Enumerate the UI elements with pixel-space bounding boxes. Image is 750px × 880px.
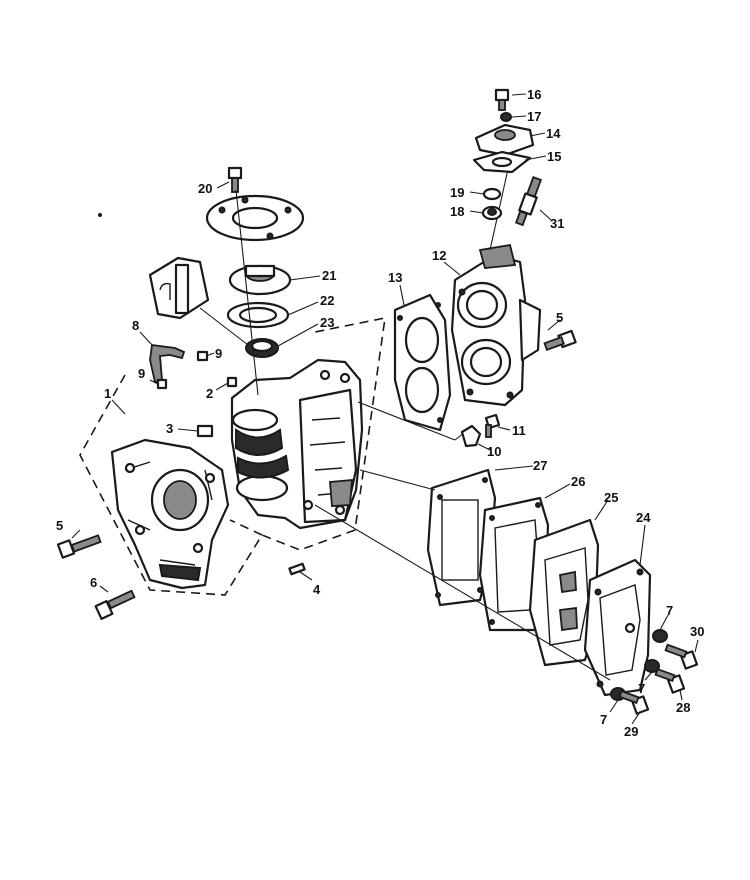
callout-12: 12 bbox=[432, 248, 446, 263]
exhaust-cover-24 bbox=[583, 558, 652, 697]
cover-axis bbox=[314, 504, 611, 681]
callout-10: 10 bbox=[487, 444, 501, 459]
callout-1: 1 bbox=[104, 386, 111, 401]
callout-31: 31 bbox=[550, 216, 564, 231]
callout-11: 11 bbox=[512, 423, 526, 438]
thermostat-cover-14 bbox=[474, 123, 535, 157]
spark-plug-31 bbox=[514, 176, 542, 227]
callout-30: 30 bbox=[690, 624, 704, 639]
bolt-11 bbox=[484, 413, 501, 438]
bolt-5-left bbox=[56, 534, 102, 559]
callout-19: 19 bbox=[450, 185, 464, 200]
bolt-30 bbox=[664, 643, 699, 670]
hose-8 bbox=[149, 343, 186, 384]
cylinder-head-12 bbox=[450, 243, 542, 407]
callout-8: 8 bbox=[132, 318, 139, 333]
assembly-outline bbox=[79, 316, 386, 596]
callout-3: 3 bbox=[166, 421, 173, 436]
detail-inset bbox=[148, 256, 249, 346]
callout-15: 15 bbox=[547, 149, 561, 164]
leader-lines bbox=[71, 93, 699, 725]
bolt-16 bbox=[494, 88, 510, 111]
callout-25: 25 bbox=[604, 490, 618, 505]
callout-22: 22 bbox=[320, 293, 334, 308]
dowel-4 bbox=[288, 562, 306, 576]
callout-labels: 1 2 3 4 5 5 6 7 7 7 8 9 9 10 11 12 13 14… bbox=[56, 87, 704, 739]
crankcase-cover bbox=[110, 438, 230, 590]
cover-axis-2 bbox=[359, 469, 436, 491]
stray-mark bbox=[98, 213, 102, 217]
bolt-29 bbox=[618, 689, 650, 715]
washer-7-a bbox=[652, 629, 668, 643]
callout-16: 16 bbox=[527, 87, 541, 102]
seal-19 bbox=[482, 187, 502, 201]
callout-27: 27 bbox=[533, 458, 547, 473]
callout-23: 23 bbox=[320, 315, 334, 330]
callout-17: 17 bbox=[527, 109, 541, 124]
head-axis bbox=[489, 159, 511, 251]
clip-10 bbox=[460, 424, 482, 448]
callout-29: 29 bbox=[624, 724, 638, 739]
gasket-15 bbox=[472, 150, 532, 174]
callout-28: 28 bbox=[676, 700, 690, 715]
assembly-outline-link bbox=[229, 519, 263, 536]
bolt-6 bbox=[94, 589, 136, 620]
head-link bbox=[357, 401, 456, 441]
callout-2: 2 bbox=[206, 386, 213, 401]
fitting-9-upper bbox=[196, 350, 209, 362]
callout-9-a: 9 bbox=[215, 346, 222, 361]
gasket-22 bbox=[226, 301, 290, 329]
callout-5-right: 5 bbox=[556, 310, 563, 325]
callout-20: 20 bbox=[198, 181, 212, 196]
plug-3 bbox=[196, 424, 214, 438]
bearing-plate bbox=[205, 194, 305, 242]
callout-21: 21 bbox=[322, 268, 336, 283]
callout-4: 4 bbox=[313, 582, 321, 597]
callout-6: 6 bbox=[90, 575, 97, 590]
callout-7-a: 7 bbox=[666, 603, 673, 618]
dowel-2 bbox=[226, 376, 238, 388]
callout-14: 14 bbox=[546, 126, 561, 141]
thermostat-18 bbox=[481, 205, 503, 221]
washer-17 bbox=[500, 112, 512, 122]
bolt-28 bbox=[654, 667, 686, 694]
callout-24: 24 bbox=[636, 510, 651, 525]
callout-18: 18 bbox=[450, 204, 464, 219]
head-gasket-13 bbox=[393, 293, 452, 432]
center-axis-upper bbox=[235, 189, 259, 396]
callout-13: 13 bbox=[388, 270, 402, 285]
callout-5-left: 5 bbox=[56, 518, 63, 533]
callout-7-b: 7 bbox=[638, 681, 645, 696]
fitting-9-lower bbox=[156, 378, 168, 390]
seal-21 bbox=[228, 264, 292, 296]
bearing-23 bbox=[245, 338, 279, 358]
bolt-5-right bbox=[543, 329, 577, 351]
cylinder-block bbox=[230, 358, 364, 530]
bolt-20 bbox=[227, 166, 243, 193]
callout-26: 26 bbox=[571, 474, 585, 489]
callout-9-b: 9 bbox=[138, 366, 145, 381]
callout-7-c: 7 bbox=[600, 712, 607, 727]
